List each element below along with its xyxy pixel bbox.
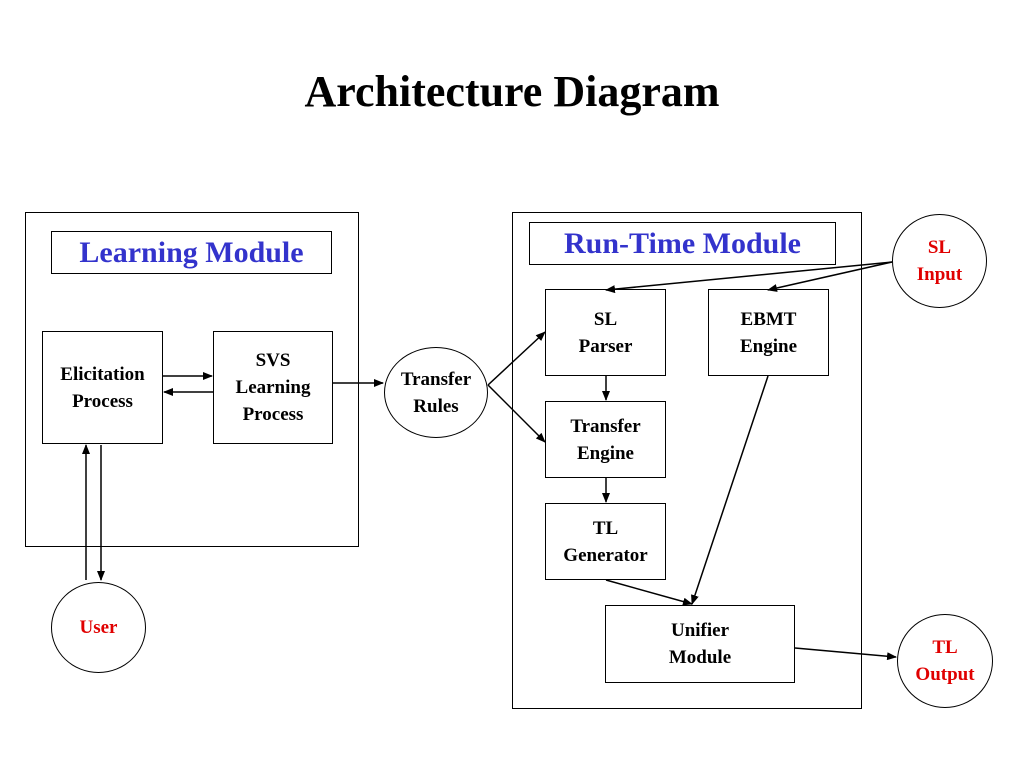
transfer-rules-to-sl-parser-arrow	[487, 331, 546, 386]
unifier-to-tl-output-arrow	[794, 647, 897, 661]
tl-generator-to-unifier-arrow	[605, 579, 693, 606]
runtime-module-frame	[512, 212, 862, 709]
runtime-module-label: Run-Time Module	[529, 222, 836, 265]
ebmt-to-unifier-arrow	[691, 375, 769, 605]
sl-input-node: SL Input	[892, 214, 987, 308]
sl-input-to-sl-parser-arrow	[605, 261, 893, 294]
learning-module-label: Learning Module	[51, 231, 332, 274]
user-node: User	[51, 582, 146, 673]
transfer-engine-box: Transfer Engine	[545, 401, 666, 478]
learning-module-frame	[25, 212, 359, 547]
elicitation-process-box: Elicitation Process	[42, 331, 163, 444]
tl-generator-box: TL Generator	[545, 503, 666, 580]
sl-input-to-ebmt-arrow	[767, 261, 893, 292]
tl-output-node: TL Output	[897, 614, 993, 708]
svs-learning-process-box: SVS Learning Process	[213, 331, 333, 444]
unifier-module-box: Unifier Module	[605, 605, 795, 683]
page-title: Architecture Diagram	[304, 67, 720, 116]
transfer-rules-to-transfer-engine-arrow	[487, 384, 546, 443]
transfer-rules-node: Transfer Rules	[384, 347, 488, 438]
